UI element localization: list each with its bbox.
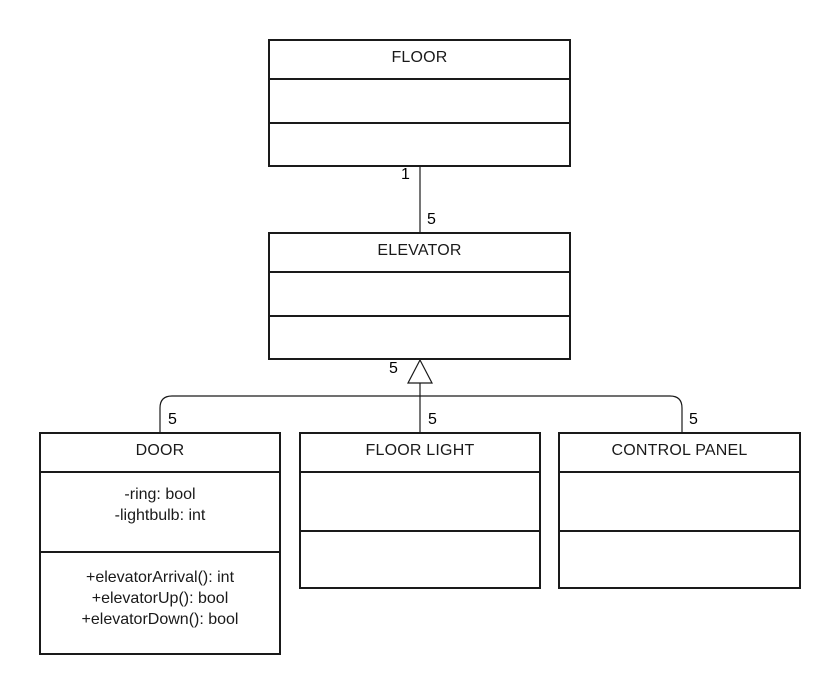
door-attribute-ring: -ring: bool bbox=[124, 486, 196, 503]
class-floor-name: FLOOR bbox=[270, 41, 569, 80]
class-floor-light-name: FLOOR LIGHT bbox=[301, 434, 539, 473]
class-floor[interactable]: FLOOR bbox=[268, 39, 571, 167]
class-door-name: DOOR bbox=[41, 434, 279, 473]
multiplicity-control-panel-end: 5 bbox=[689, 411, 698, 428]
class-control-panel-attributes bbox=[560, 473, 799, 532]
door-operation-elevator-down: +elevatorDown(): bool bbox=[81, 611, 239, 628]
class-floor-light-operations bbox=[301, 532, 539, 587]
class-elevator[interactable]: ELEVATOR bbox=[268, 232, 571, 360]
multiplicity-elevator-generalization: 5 bbox=[389, 360, 398, 377]
class-floor-attributes bbox=[270, 80, 569, 124]
class-floor-operations bbox=[270, 124, 569, 165]
multiplicity-floor-light-end: 5 bbox=[428, 411, 437, 428]
door-operation-elevator-up: +elevatorUp(): bool bbox=[91, 590, 229, 607]
control-panel-generalization-line bbox=[420, 395, 683, 433]
class-door-operations: +elevatorArrival(): int +elevatorUp(): b… bbox=[41, 553, 279, 653]
class-elevator-name: ELEVATOR bbox=[270, 234, 569, 273]
multiplicity-door-end: 5 bbox=[168, 411, 177, 428]
class-floor-light[interactable]: FLOOR LIGHT bbox=[299, 432, 541, 589]
multiplicity-elevator-end: 5 bbox=[427, 211, 436, 228]
class-elevator-attributes bbox=[270, 273, 569, 317]
generalization-arrowhead bbox=[407, 358, 433, 384]
class-door[interactable]: DOOR -ring: bool -lightbulb: int +elevat… bbox=[39, 432, 281, 655]
class-control-panel-name: CONTROL PANEL bbox=[560, 434, 799, 473]
class-control-panel[interactable]: CONTROL PANEL bbox=[558, 432, 801, 589]
door-generalization-line bbox=[159, 395, 420, 433]
class-elevator-operations bbox=[270, 317, 569, 358]
door-operation-elevator-arrival: +elevatorArrival(): int bbox=[85, 569, 235, 586]
class-control-panel-operations bbox=[560, 532, 799, 587]
class-floor-light-attributes bbox=[301, 473, 539, 532]
multiplicity-floor-end: 1 bbox=[401, 166, 410, 183]
class-door-attributes: -ring: bool -lightbulb: int bbox=[41, 473, 279, 553]
door-attribute-lightbulb: -lightbulb: int bbox=[114, 507, 206, 524]
